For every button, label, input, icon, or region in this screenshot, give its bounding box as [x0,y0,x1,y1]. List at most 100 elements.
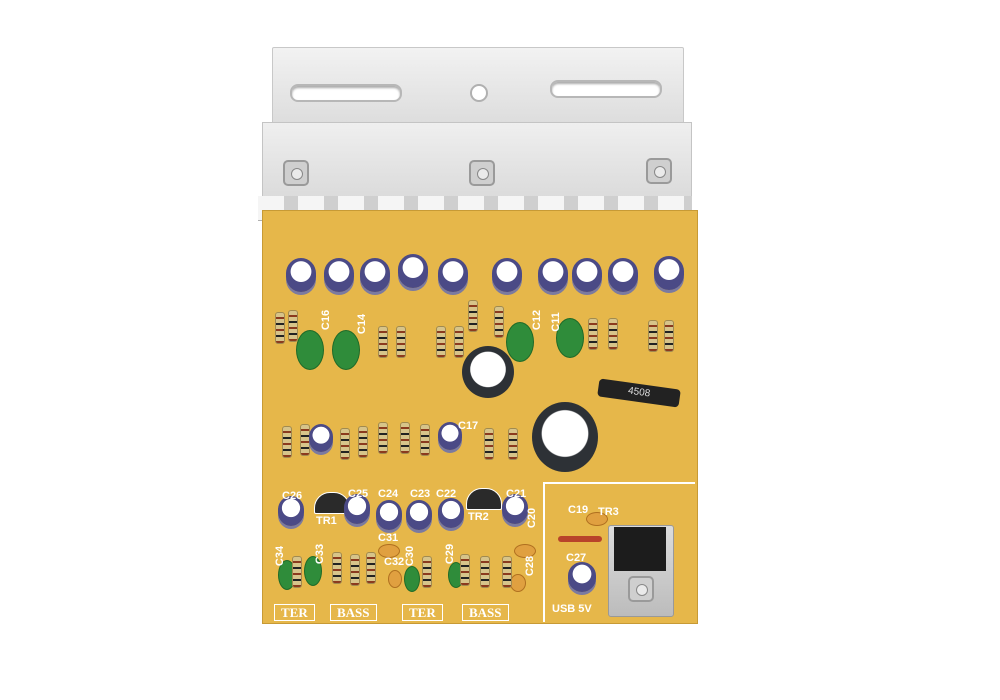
resistor [292,556,302,588]
electrolytic-capacitor-c17 [438,422,462,450]
bass-label-left: BASS [330,604,377,621]
resistor [396,326,406,358]
label-c32: C32 [384,556,405,568]
resistor [460,554,470,586]
label-c25: C25 [348,488,369,500]
mounting-slot-right [550,80,662,98]
film-capacitor [506,322,534,362]
ceramic-capacitor-c28 [510,574,526,592]
resistor [420,424,430,456]
hex-nut-left [283,160,309,186]
electrolytic-capacitor [572,258,602,292]
label-c28: C28 [524,555,537,577]
label-c19: C19 [568,504,589,516]
resistor [608,318,618,350]
resistor [508,428,518,460]
electrolytic-capacitor-c26 [278,496,304,526]
label-c22: C22 [436,488,457,500]
resistor [400,422,410,454]
electrolytic-capacitor-c24 [376,500,402,530]
resistor [502,556,512,588]
resistor [366,552,376,584]
label-c23: C23 [410,488,431,500]
electrolytic-capacitor-c25 [344,494,370,524]
film-capacitor-c30 [404,566,420,592]
ceramic-capacitor [378,544,400,558]
label-tr2: TR2 [468,511,489,523]
voltage-regulator-tr3 [614,527,666,571]
electrolytic-capacitor-c18 [309,424,333,452]
resistor [288,310,298,342]
resistor [350,554,360,586]
label-c30: C30 [404,545,417,567]
bass-label-right: BASS [462,604,509,621]
ceramic-capacitor-c32 [388,570,402,588]
electrolytic-capacitor-c27 [568,562,596,592]
label-c31: C31 [378,532,399,544]
label-c21: C21 [506,488,527,500]
electrolytic-capacitor [608,258,638,292]
diode-marking: 4508 [627,385,651,400]
electrolytic-capacitor [360,258,390,292]
usb-5v-label: USB 5V [552,603,592,615]
label-c20: C20 [526,507,539,529]
small-diode [558,536,602,542]
film-capacitor [556,318,584,358]
resistor [454,326,464,358]
label-c29: C29 [444,543,457,565]
resistor [494,306,504,338]
hex-nut-right [646,158,672,184]
ceramic-capacitor-c19 [586,512,608,526]
mounting-hole-center [470,84,488,102]
label-tr3: TR3 [598,506,619,518]
hex-nut-center [469,160,495,186]
electrolytic-capacitor [538,258,568,292]
resistor [480,556,490,588]
resistor [436,326,446,358]
treble-label-right: TER [402,604,443,621]
resistor [422,556,432,588]
electrolytic-capacitor [286,258,316,292]
label-c16: C16 [320,309,333,331]
resistor [358,426,368,458]
resistor [378,422,388,454]
electrolytic-capacitor [492,258,522,292]
label-tr1: TR1 [316,515,337,527]
resistor [588,318,598,350]
resistor [282,426,292,458]
regulator-mounting-nut [628,576,654,602]
main-filter-capacitor [532,402,598,472]
mounting-slot-left [290,84,402,102]
resistor [340,428,350,460]
electrolytic-capacitor [324,258,354,292]
label-c27: C27 [566,552,587,564]
resistor [275,312,285,344]
film-capacitor [296,330,324,370]
electrolytic-capacitor [654,256,684,290]
film-capacitor-c33 [304,556,322,586]
ceramic-capacitor [514,544,536,558]
label-c12: C12 [531,309,544,331]
label-c34: C34 [274,545,287,567]
label-c11: C11 [549,312,562,332]
electrolytic-capacitor [398,254,428,288]
resistor [484,428,494,460]
treble-label-left: TER [274,604,315,621]
electrolytic-capacitor [438,258,468,292]
resistor [648,320,658,352]
electrolytic-capacitor-c23 [406,500,432,530]
electrolytic-capacitor-c22 [438,498,464,528]
resistor [378,326,388,358]
resistor [664,320,674,352]
label-c24: C24 [378,488,399,500]
film-capacitor [332,330,360,370]
resistor [332,552,342,584]
large-electrolytic-capacitor [462,346,514,398]
electrolytic-capacitor-c21 [502,494,528,524]
label-c26: C26 [282,490,303,502]
resistor [468,300,478,332]
label-c17: C17 [458,420,479,432]
transistor-tr2 [466,488,502,510]
usb-5v-power-section [543,482,695,622]
label-c14: C14 [356,313,369,335]
